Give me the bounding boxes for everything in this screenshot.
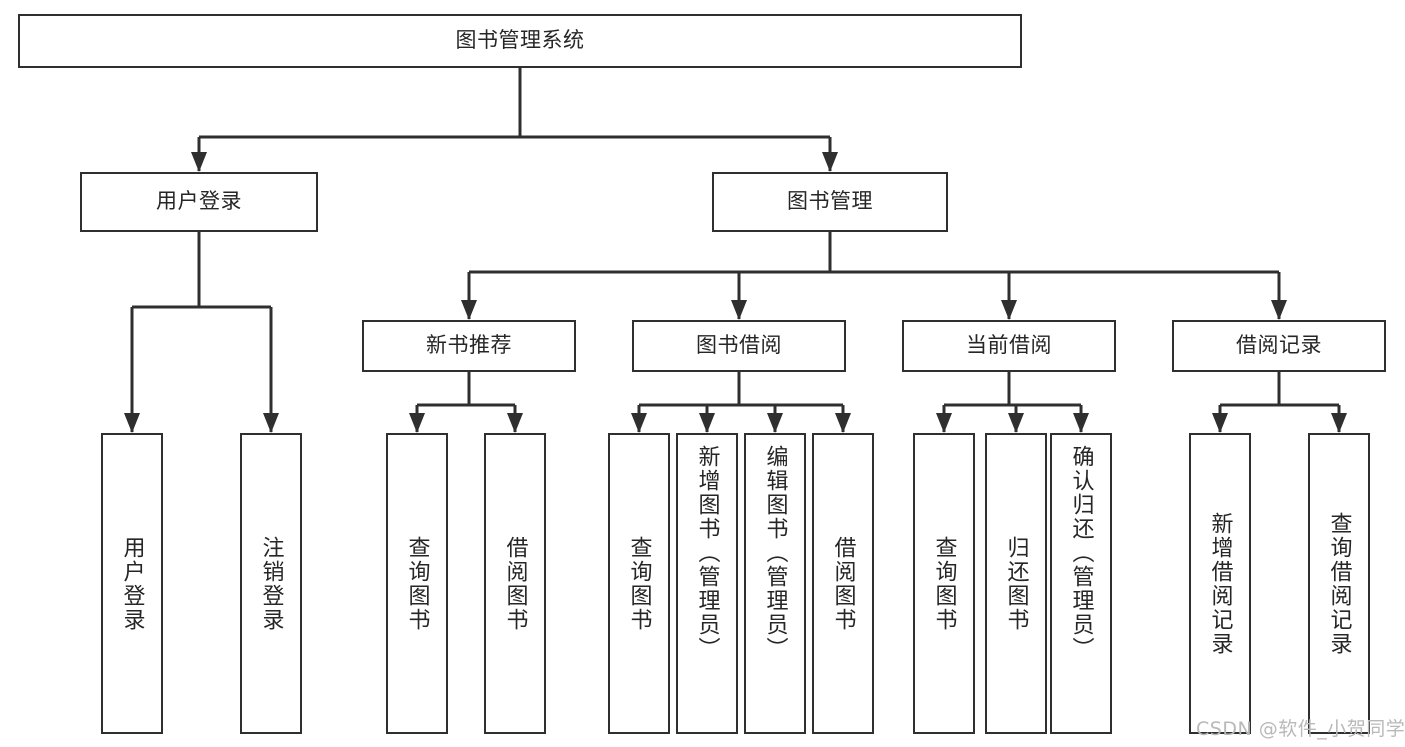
connector-arrowhead (409, 413, 425, 433)
node-label-leaf-edit-book: 编辑图书（管理员） (762, 445, 788, 661)
node-leaf-user-login[interactable]: 用户登录 (101, 433, 163, 734)
connector-arrowhead (507, 413, 523, 433)
node-book-borrow[interactable]: 图书借阅 (632, 320, 846, 372)
connector-arrowhead (835, 413, 851, 433)
connector-arrowhead (1073, 413, 1089, 433)
node-leaf-query-book-2[interactable]: 查询图书 (608, 433, 670, 734)
connector-arrowhead (124, 413, 140, 433)
node-label-leaf-user-login: 用户登录 (119, 535, 145, 632)
connector-arrowhead (191, 152, 207, 172)
node-leaf-query-book-3[interactable]: 查询图书 (913, 433, 975, 734)
node-leaf-return-book[interactable]: 归还图书 (985, 433, 1047, 734)
node-leaf-edit-book[interactable]: 编辑图书（管理员） (744, 433, 806, 734)
node-label-book-borrow: 图书借阅 (696, 333, 782, 358)
node-label-borrow-record: 借阅记录 (1236, 333, 1322, 358)
node-label-leaf-query-record: 查询借阅记录 (1326, 511, 1352, 656)
node-label-leaf-logout: 注销登录 (258, 535, 284, 632)
connector-arrowhead (731, 300, 747, 320)
connector-arrowhead (1271, 300, 1287, 320)
connector-arrowhead (1001, 300, 1017, 320)
node-leaf-add-record[interactable]: 新增借阅记录 (1189, 433, 1251, 734)
connector-arrowhead (767, 413, 783, 433)
node-user-login[interactable]: 用户登录 (80, 172, 318, 232)
node-label-leaf-return-book: 归还图书 (1003, 535, 1029, 632)
connector-arrowhead (1212, 413, 1228, 433)
watermark-label: CSDN @软件_小贺同学 (1196, 718, 1405, 740)
node-label-leaf-add-record: 新增借阅记录 (1207, 511, 1233, 656)
node-label-book-manage: 图书管理 (787, 189, 873, 214)
node-book-manage[interactable]: 图书管理 (712, 172, 948, 232)
connector-arrowhead (699, 413, 715, 433)
node-label-user-login: 用户登录 (156, 189, 242, 214)
connector-arrowhead (936, 413, 952, 433)
node-label-leaf-add-book: 新增图书（管理员） (694, 445, 720, 661)
node-borrow-record[interactable]: 借阅记录 (1172, 320, 1386, 372)
node-label-leaf-confirm-return: 确认归还（管理员） (1068, 445, 1094, 661)
node-leaf-logout[interactable]: 注销登录 (240, 433, 302, 734)
node-leaf-add-book[interactable]: 新增图书（管理员） (676, 433, 738, 734)
connector-arrowhead (1331, 413, 1347, 433)
node-label-leaf-query-book-1: 查询图书 (404, 535, 430, 632)
connector-arrowhead (631, 413, 647, 433)
node-leaf-borrow-book-1[interactable]: 借阅图书 (484, 433, 546, 734)
node-new-book-recommend[interactable]: 新书推荐 (362, 320, 576, 372)
node-leaf-borrow-book-2[interactable]: 借阅图书 (812, 433, 874, 734)
node-label-new-book-recommend: 新书推荐 (426, 333, 512, 358)
node-leaf-query-record[interactable]: 查询借阅记录 (1308, 433, 1370, 734)
node-label-root: 图书管理系统 (455, 28, 585, 53)
connector-arrowhead (1008, 413, 1024, 433)
node-label-current-borrow: 当前借阅 (966, 333, 1052, 358)
node-root[interactable]: 图书管理系统 (18, 14, 1022, 68)
connector-arrowhead (461, 300, 477, 320)
node-leaf-confirm-return[interactable]: 确认归还（管理员） (1050, 433, 1112, 734)
node-label-leaf-query-book-3: 查询图书 (931, 535, 957, 632)
node-label-leaf-borrow-book-2: 借阅图书 (830, 535, 856, 632)
node-label-leaf-query-book-2: 查询图书 (626, 535, 652, 632)
node-current-borrow[interactable]: 当前借阅 (902, 320, 1116, 372)
node-label-leaf-borrow-book-1: 借阅图书 (502, 535, 528, 632)
connector-arrowhead (263, 413, 279, 433)
connector-arrowhead (822, 152, 838, 172)
node-leaf-query-book-1[interactable]: 查询图书 (386, 433, 448, 734)
